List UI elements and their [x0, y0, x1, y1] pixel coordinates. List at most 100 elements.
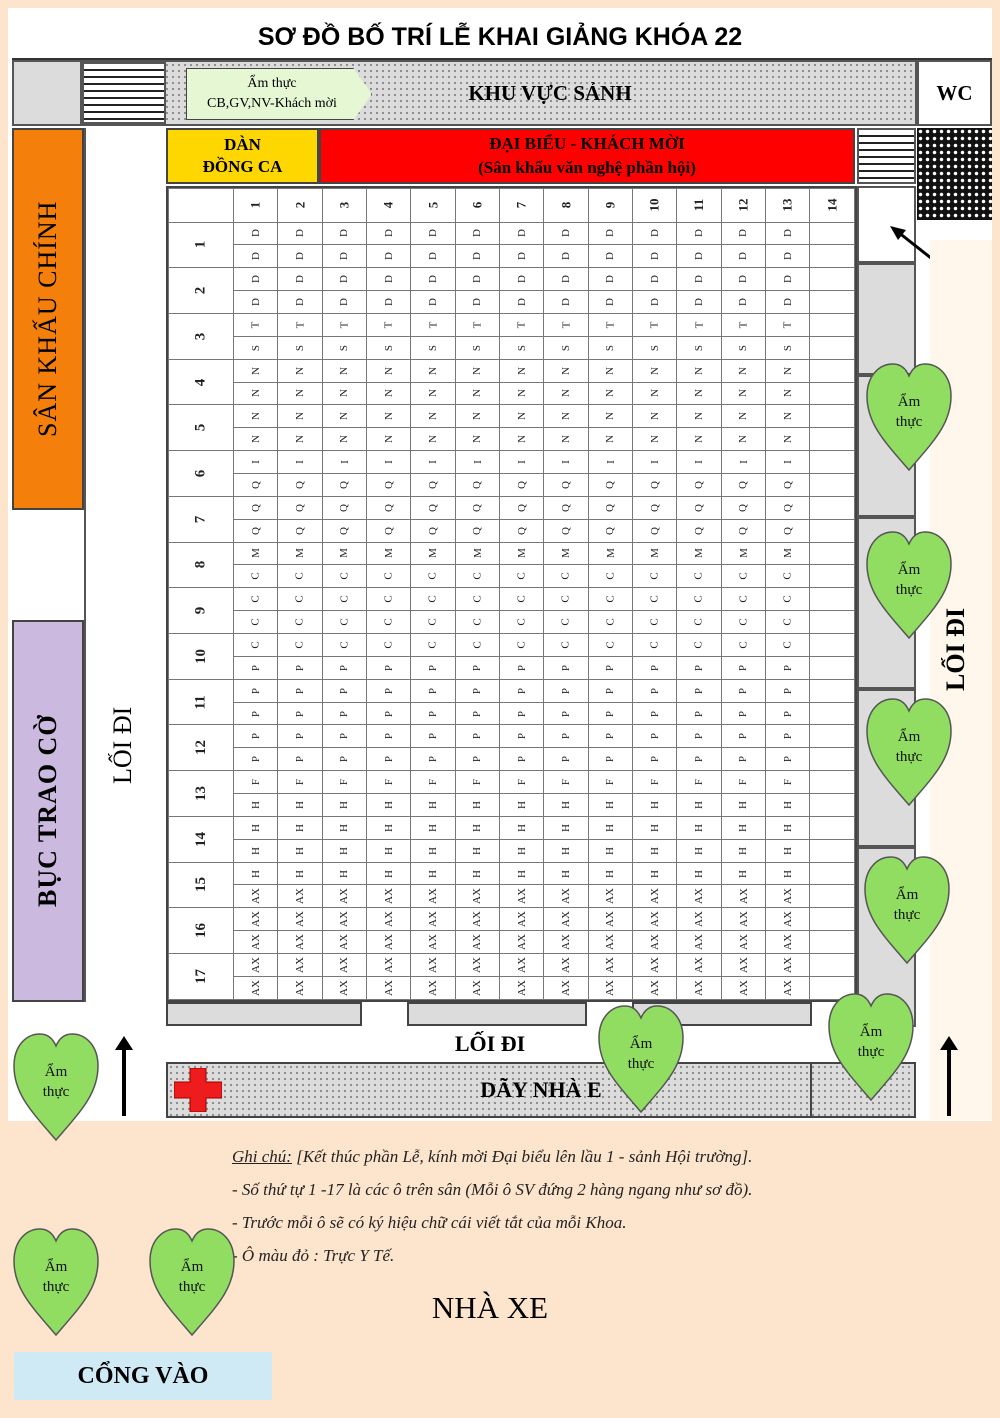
faculty-code: AX	[471, 979, 484, 996]
faculty-code: C	[471, 618, 484, 626]
column-number: 11	[691, 199, 707, 212]
seat-cell: P	[499, 678, 545, 703]
column-header: 8	[543, 188, 589, 223]
seat-cell	[809, 495, 855, 520]
seat-cell: N	[632, 427, 678, 452]
seat-cell: P	[410, 655, 456, 680]
seat-cell: H	[587, 838, 634, 863]
faculty-code: S	[471, 344, 484, 351]
faculty-code: D	[515, 229, 528, 238]
seat-cell: H	[232, 815, 279, 840]
seat-cell: P	[543, 724, 589, 749]
food-stall-heart-icon: Ẩm thực	[865, 362, 953, 472]
seat-cell: D	[454, 290, 501, 314]
seat-cell: S	[454, 335, 501, 360]
seat-cell: AX	[720, 953, 767, 977]
seat-cell: P	[587, 678, 634, 703]
faculty-code: Q	[294, 526, 307, 535]
faculty-code: C	[737, 618, 750, 626]
faculty-code: AX	[471, 911, 484, 928]
faculty-code: C	[471, 641, 484, 649]
seat-cell: P	[632, 678, 678, 703]
building-e-divider	[810, 1062, 812, 1118]
seat-cell: Q	[321, 495, 368, 520]
seat-cell: H	[587, 793, 634, 817]
faculty-code: C	[249, 618, 262, 626]
seat-cell: N	[454, 427, 501, 452]
faculty-code: C	[515, 572, 528, 581]
faculty-code: C	[294, 572, 307, 581]
seat-cell: Q	[587, 472, 634, 497]
food-stall-label: Ẩm thực	[895, 562, 923, 598]
seat-cell: D	[321, 267, 368, 292]
faculty-code: Q	[781, 526, 794, 535]
seat-cell	[809, 312, 855, 337]
faculty-code: P	[382, 756, 395, 763]
seat-cell: D	[543, 267, 589, 292]
faculty-code: AX	[560, 911, 573, 928]
faculty-code: P	[648, 756, 661, 763]
seat-cell: D	[366, 290, 412, 314]
seat-cell: N	[232, 404, 279, 429]
lobby-food-tag: Ẩm thực CB,GV,NV-Khách mời	[186, 68, 372, 120]
seat-cell: C	[765, 587, 811, 612]
arrow-up-left-icon	[115, 1036, 133, 1116]
faculty-code: D	[781, 229, 794, 238]
faculty-code: N	[560, 412, 573, 421]
group-number-text: 15	[192, 877, 209, 893]
faculty-code: N	[693, 412, 706, 421]
faculty-code: C	[338, 572, 351, 581]
seat-cell: M	[232, 541, 279, 566]
faculty-code: M	[560, 548, 573, 559]
faculty-code: P	[648, 710, 661, 717]
seat-cell: AX	[543, 884, 589, 909]
faculty-code: H	[648, 869, 661, 878]
faculty-code: P	[382, 733, 395, 740]
faculty-code: N	[382, 366, 395, 375]
seat-cell: D	[232, 267, 279, 292]
seat-cell: D	[765, 221, 811, 246]
seat-cell: C	[321, 564, 368, 589]
faculty-code: H	[560, 846, 573, 855]
faculty-code: D	[338, 252, 351, 261]
faculty-code: T	[737, 321, 750, 329]
seat-cell: H	[676, 815, 722, 840]
seat-cell: Q	[366, 495, 412, 520]
faculty-code: AX	[648, 934, 661, 951]
faculty-code: I	[737, 460, 750, 464]
seat-cell: H	[720, 793, 767, 817]
faculty-code: M	[604, 548, 617, 559]
faculty-code: D	[515, 252, 528, 261]
faculty-code: S	[294, 344, 307, 351]
seat-cell: H	[676, 861, 722, 886]
group-number: 12	[168, 724, 234, 772]
arrow-diagonal-icon	[890, 226, 937, 264]
faculty-code: Q	[382, 503, 395, 512]
seat-cell: D	[499, 267, 545, 292]
faculty-code: C	[382, 641, 395, 649]
seat-cell: D	[543, 244, 589, 269]
group-number: 6	[168, 450, 234, 497]
faculty-code: AX	[427, 957, 440, 973]
seat-cell: C	[587, 610, 634, 634]
seat-cell: H	[366, 838, 412, 863]
group-number-text: 13	[192, 786, 209, 802]
seat-cell: F	[543, 770, 589, 795]
seat-cell: AX	[765, 884, 811, 909]
seat-cell	[809, 770, 855, 795]
seat-cell: S	[499, 335, 545, 360]
faculty-code: C	[648, 618, 661, 626]
faculty-code: AX	[560, 957, 573, 973]
faculty-code: AX	[338, 911, 351, 928]
seat-cell: P	[366, 747, 412, 772]
faculty-code: N	[338, 389, 351, 398]
seat-cell: F	[232, 770, 279, 795]
faculty-code: N	[560, 389, 573, 398]
faculty-code: P	[249, 664, 262, 671]
faculty-code: AX	[249, 888, 262, 905]
faculty-code: I	[427, 460, 440, 464]
faculty-code: N	[427, 389, 440, 398]
